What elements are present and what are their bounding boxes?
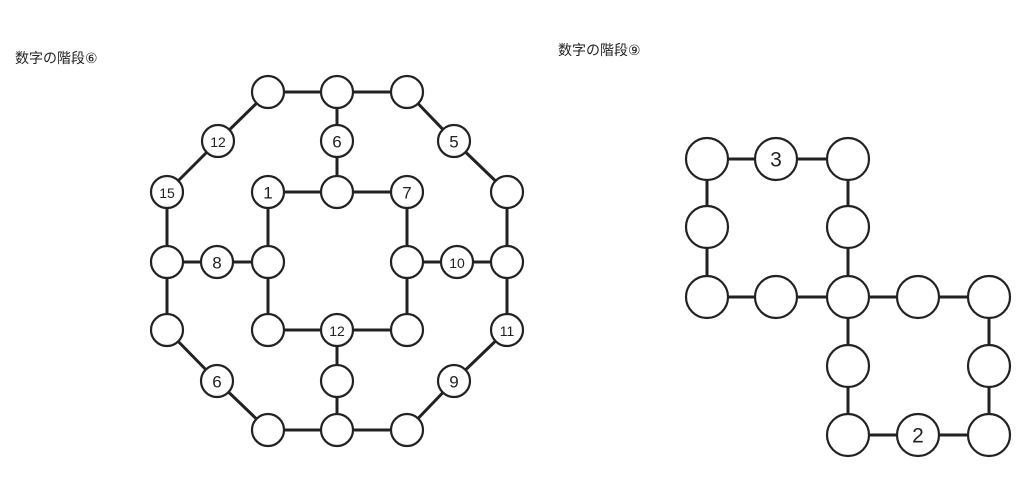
node-circle[interactable] [489, 174, 525, 210]
node-circle[interactable] [966, 343, 1012, 389]
puzzle-6-title: 数字の階段⑥ [15, 51, 98, 67]
node-value: 9 [449, 373, 458, 392]
node-circle[interactable] [250, 244, 286, 280]
node-circle[interactable] [684, 136, 730, 182]
node-value: 10 [449, 255, 465, 271]
node-circle[interactable] [389, 412, 425, 448]
puzzle-9-title: 数字の階段⑨ [558, 43, 641, 59]
node-circle[interactable] [684, 274, 730, 320]
node-circle[interactable] [895, 274, 941, 320]
node-circle[interactable] [825, 343, 871, 389]
node-circle[interactable] [319, 174, 355, 210]
node-circle[interactable] [319, 123, 355, 159]
node-circle[interactable] [966, 274, 1012, 320]
node-circle[interactable] [250, 312, 286, 348]
node-circle[interactable] [825, 274, 871, 320]
node-circle[interactable] [199, 244, 235, 280]
node-value: 7 [402, 184, 411, 203]
node-value: 6 [332, 133, 341, 152]
node-circle[interactable] [489, 312, 525, 348]
node-value: 11 [500, 323, 515, 339]
node-circle[interactable] [825, 136, 871, 182]
puzzle-6-graph: 12 6 5 15 1 7 8 10 12 11 6 9 [149, 74, 525, 448]
node-value: 1 [263, 184, 272, 203]
node-circle[interactable] [436, 363, 472, 399]
node-value: 6 [212, 373, 221, 392]
node-circle[interactable] [389, 244, 425, 280]
node-circle[interactable] [895, 412, 941, 458]
node-value: 15 [159, 185, 175, 201]
node-circle[interactable] [753, 274, 799, 320]
node-circle[interactable] [753, 136, 799, 182]
node-value: 8 [212, 254, 221, 273]
node-circle[interactable] [684, 204, 730, 250]
node-circle[interactable] [199, 363, 235, 399]
node-circle[interactable] [389, 312, 425, 348]
node-circle[interactable] [319, 312, 355, 348]
node-circle[interactable] [439, 244, 475, 280]
node-circle[interactable] [966, 412, 1012, 458]
node-circle[interactable] [389, 74, 425, 110]
node-value: 2 [912, 425, 924, 448]
node-value: 5 [449, 133, 458, 152]
node-circle[interactable] [319, 412, 355, 448]
puzzle-9-graph: 32 [684, 136, 1012, 458]
node-circle[interactable] [149, 312, 185, 348]
node-circle[interactable] [250, 412, 286, 448]
node-circle[interactable] [319, 74, 355, 110]
node-circle[interactable] [149, 244, 185, 280]
node-circle[interactable] [489, 244, 525, 280]
node-value: 12 [210, 134, 226, 150]
node-circle[interactable] [825, 204, 871, 250]
node-circle[interactable] [389, 174, 425, 210]
node-circle[interactable] [250, 174, 286, 210]
node-circle[interactable] [250, 74, 286, 110]
node-circle[interactable] [825, 412, 871, 458]
node-value: 3 [770, 149, 782, 172]
node-circle[interactable] [436, 123, 472, 159]
node-circle[interactable] [200, 123, 236, 159]
node-circle[interactable] [149, 174, 185, 210]
node-value: 12 [329, 323, 345, 339]
node-circle[interactable] [319, 363, 355, 399]
